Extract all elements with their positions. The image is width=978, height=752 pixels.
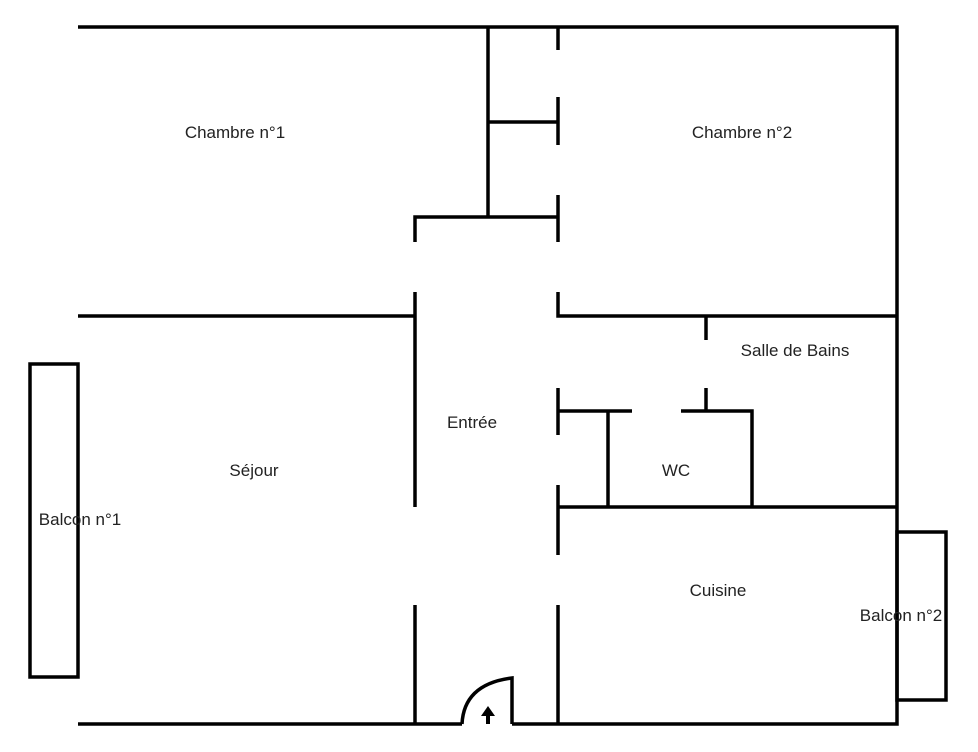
- wall-wc: [556, 388, 754, 507]
- room-label-salle-de-bains: Salle de Bains: [740, 341, 850, 360]
- wall-chambre2: [556, 27, 897, 318]
- room-label-balcon1: Balcon n°1: [38, 510, 122, 529]
- interior-walls: [78, 27, 897, 724]
- room-label-entree: Entrée: [446, 413, 498, 432]
- room-label-cuisine: Cuisine: [689, 581, 747, 600]
- room-label-chambre2: Chambre n°2: [691, 123, 793, 142]
- door-swing: [460, 676, 514, 725]
- wall-cuisine: [556, 485, 897, 724]
- room-label-balcon2: Balcon n°2: [859, 606, 943, 625]
- room-label-sejour: Séjour: [229, 461, 279, 480]
- room-label-chambre1: Chambre n°1: [184, 123, 286, 142]
- balcony-1: [28, 362, 80, 679]
- entrance-door[interactable]: [460, 676, 514, 725]
- wall-sejour: [78, 292, 417, 724]
- room-label-wc: WC: [661, 461, 691, 480]
- arrow-up-icon: [481, 706, 495, 724]
- balcony-2: [895, 530, 948, 702]
- wall-chambre1: [413, 27, 558, 242]
